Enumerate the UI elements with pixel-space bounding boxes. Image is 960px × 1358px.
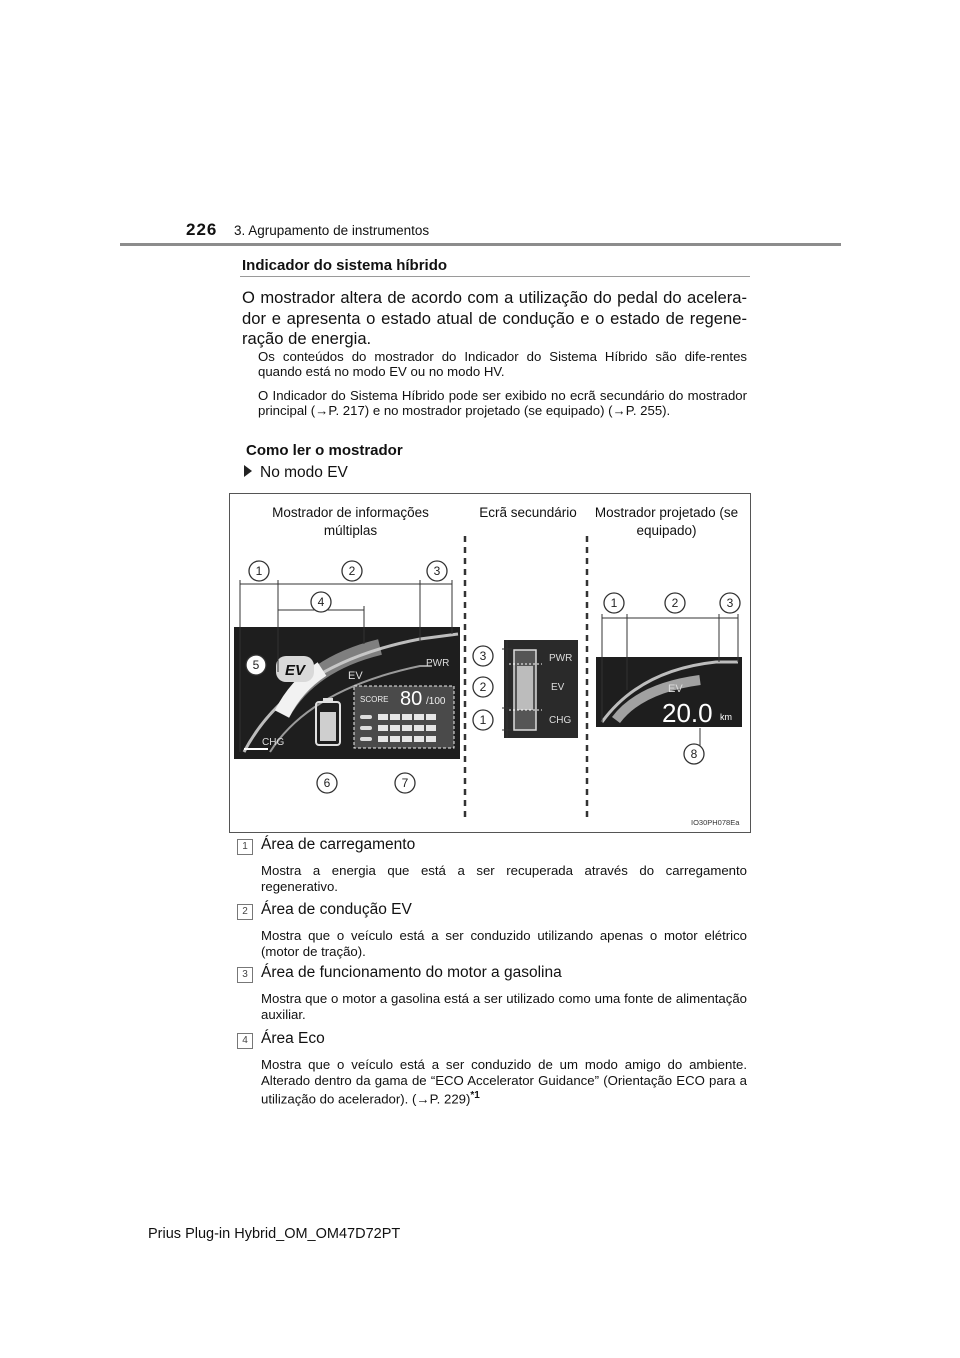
- secondary-ev-label: EV: [551, 682, 565, 693]
- callout-2: 2: [672, 596, 679, 610]
- item-description: Mostra que o motor a gasolina está a ser…: [261, 991, 747, 1022]
- ev-badge: [276, 656, 314, 682]
- battery-terminal: [323, 698, 333, 702]
- callout-3: 3: [480, 649, 487, 663]
- callout-8: 8: [691, 747, 698, 761]
- item-description: Mostra a energia que está a ser recupera…: [261, 863, 747, 894]
- callout-1: 1: [256, 564, 263, 578]
- hybrid-indicator-figure: Mostrador de informações múltiplas Ecrã …: [229, 493, 751, 833]
- callout-6: 6: [324, 776, 331, 790]
- item-description: Mostra que o veículo está a ser conduzid…: [261, 1057, 747, 1107]
- note-paragraph: Os conteúdos do mostrador do Indicador d…: [258, 349, 747, 379]
- item-title: Área de funcionamento do motor a gasolin…: [261, 964, 562, 981]
- battery-level-fill: [320, 712, 336, 741]
- label-head-up-display: Mostrador projetado (se equipado): [594, 505, 739, 538]
- item-description: Mostra que o veículo está a ser conduzid…: [261, 928, 747, 959]
- hud-arc: [600, 660, 738, 723]
- ev-scale-label: EV: [348, 670, 363, 682]
- pwr-scale-label: PWR: [426, 658, 449, 669]
- label-multi-info-display: Mostrador de informações múltiplas: [272, 505, 429, 538]
- callout-numbers: 1 2 3 4 5 6 7 3 2 1 1 2 3 8: [253, 564, 734, 790]
- hud-unit: km: [720, 712, 732, 722]
- item-number-badge: 4: [237, 1033, 253, 1049]
- note-paragraph: O Indicador do Sistema Híbrido pode ser …: [258, 388, 747, 418]
- callout-4: 4: [318, 595, 325, 609]
- item-number-badge: 2: [237, 904, 253, 920]
- secondary-dimension-lines: [502, 640, 512, 738]
- item-number-badge: 1: [237, 839, 253, 855]
- item-description-text: Mostra que o veículo está a ser conduzid…: [261, 1057, 747, 1107]
- intro-paragraph: O mostrador altera de acordo com a utili…: [242, 288, 747, 348]
- mode-label: No modo EV: [260, 464, 348, 481]
- callout-3: 3: [434, 564, 441, 578]
- section-title: Indicador do sistema híbrido: [242, 257, 448, 274]
- secondary-chg-label: CHG: [549, 715, 571, 726]
- score-label: SCORE: [360, 695, 388, 704]
- figure-code: IO30PH078Ea: [691, 818, 740, 827]
- callout-7: 7: [402, 776, 409, 790]
- page-number: 226: [186, 220, 218, 239]
- callout-2: 2: [480, 680, 487, 694]
- item-title: Área de condução EV: [261, 901, 412, 918]
- header-divider: [120, 243, 841, 246]
- label-secondary-screen: Ecrã secundário: [479, 505, 577, 520]
- mode-heading: No modo EV: [244, 464, 348, 482]
- item-title: Área Eco: [261, 1030, 325, 1047]
- score-value: 80: [400, 688, 422, 710]
- callout-circles: [245, 560, 741, 794]
- footer-text: Prius Plug-in Hybrid_OM_OM47D72PT: [148, 1226, 401, 1242]
- ev-level-fill: [274, 662, 327, 718]
- ev-badge-text: EV: [285, 662, 307, 679]
- callout-3: 3: [727, 596, 734, 610]
- score-bars: [378, 714, 436, 742]
- callout-5: 5: [253, 658, 260, 672]
- triangle-bullet-icon: [244, 465, 252, 477]
- hud-dimension-lines: [601, 614, 739, 746]
- display-illustration: EV EV PWR CHG SCORE 80 /100: [234, 536, 742, 822]
- subsection-title: Como ler o mostrador: [246, 442, 403, 459]
- indicator-arc-inner: [269, 665, 432, 753]
- score-max: /100: [426, 696, 446, 707]
- callout-1: 1: [611, 596, 618, 610]
- car-icons: [360, 715, 372, 741]
- secondary-pwr-label: PWR: [549, 653, 572, 664]
- item-number-badge: 3: [237, 967, 253, 983]
- item-title: Área de carregamento: [261, 836, 416, 853]
- callout-1: 1: [480, 713, 487, 727]
- callout-2: 2: [349, 564, 356, 578]
- hud-distance: 20.0: [662, 698, 713, 728]
- hud-ev-bar: [612, 675, 701, 724]
- dimension-lines: [239, 580, 453, 752]
- footnote-marker: *1: [470, 1090, 480, 1101]
- chapter-title: 3. Agrupamento de instrumentos: [234, 223, 430, 238]
- chg-scale-label: CHG: [262, 737, 284, 748]
- section-divider: [240, 276, 750, 277]
- secondary-gauge-fill: [517, 666, 533, 710]
- hud-ev-label: EV: [668, 683, 683, 695]
